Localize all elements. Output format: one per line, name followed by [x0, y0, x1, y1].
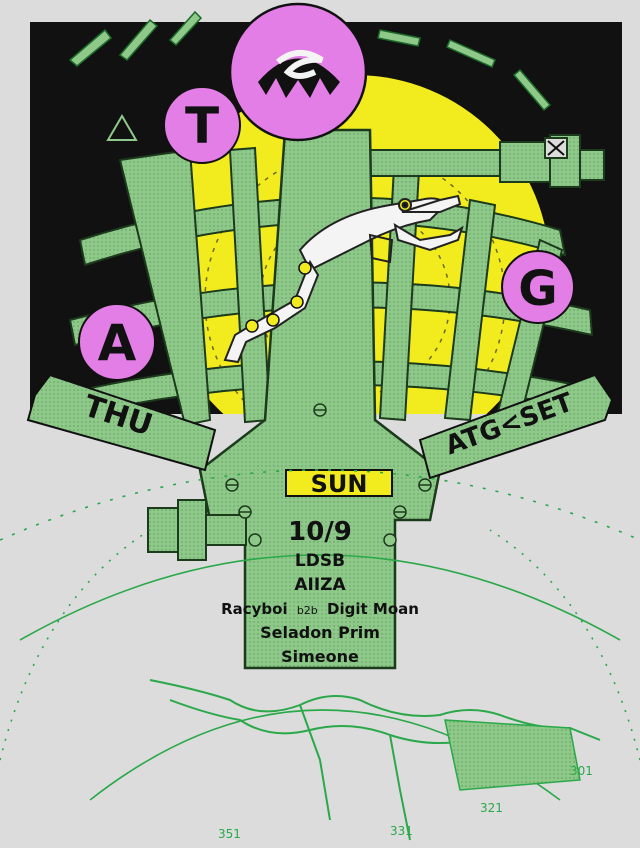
map-label-2: 331 — [390, 824, 413, 838]
lineup-item-3: Racyboi b2b Digit Moan — [221, 600, 419, 618]
frog-joints — [245, 261, 312, 333]
lineup-item-5: Simeone — [281, 647, 359, 666]
map-hatched-area — [444, 719, 581, 791]
coastline-map — [149, 679, 601, 841]
top-scribbles — [68, 10, 552, 112]
letter-a: A — [98, 314, 137, 372]
spiral-logo — [228, 2, 368, 142]
frog-figure — [223, 194, 464, 364]
lineup-item-3-connector: b2b — [297, 604, 318, 617]
map-label-3: 321 — [480, 801, 503, 815]
letter-t-circle — [163, 86, 241, 164]
ribbon-center-text: SUN — [311, 470, 368, 498]
letter-t: T — [185, 97, 219, 155]
ribbon-right — [418, 373, 614, 480]
lineup-item-3-name: Racyboi — [221, 600, 288, 618]
lineup-item-3-partner: Digit Moan — [327, 600, 419, 618]
letter-g-circle — [501, 250, 575, 324]
lineup-item-2: AIIZA — [294, 575, 346, 595]
ribbon-left — [26, 373, 217, 472]
lineup-item-4: Seladon Prim — [260, 623, 380, 642]
sextant-body — [198, 128, 442, 670]
event-date: 10/9 — [288, 517, 352, 547]
sun-label-box — [285, 469, 393, 497]
triangle-mark — [106, 114, 138, 141]
letter-a-circle — [78, 303, 156, 381]
map-label-1: 351 — [218, 827, 241, 841]
sextant-grid — [58, 146, 601, 427]
lineup-item-1: LDSB — [295, 551, 345, 571]
letter-g: G — [518, 261, 557, 317]
adjustment-knob — [147, 499, 247, 561]
screws — [225, 403, 432, 547]
map-label-4: 301 — [570, 764, 593, 778]
